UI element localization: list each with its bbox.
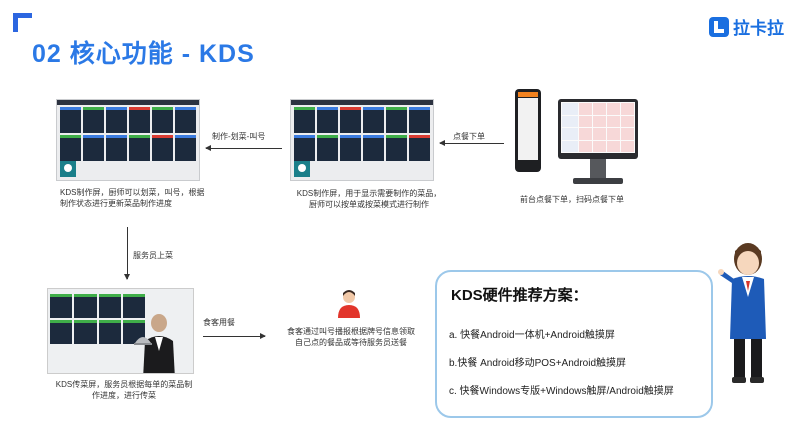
recommendation-item: c. 快餐Windows专版+Windows触屏/Android触摸屏 [449,386,674,397]
mobile-pos-device [515,89,541,172]
dine-arrow [203,333,266,339]
kds-marking-screen [56,99,200,181]
kds-serving-photo [47,288,194,374]
order-arrow [439,140,504,146]
kds-marking-caption: KDS制作屏，厨师可以划菜，叫号，根据制作状态进行更新菜品制作进度 [60,188,205,208]
serve-arrow [124,227,130,280]
kds-production-screen [290,99,434,181]
lakala-logo-icon [709,16,729,37]
pos-terminal-stand [590,159,606,179]
customer-avatar-icon [338,290,360,318]
serve-arrow-label: 服务员上菜 [133,251,173,260]
order-arrow-label: 点餐下单 [453,132,485,141]
pos-caption: 前台点餐下单，扫码点餐下单 [520,195,624,204]
pos-terminal-base [573,178,623,184]
hardware-recommendation-card: KDS硬件推荐方案： a. 快餐Android一体机+Android触摸屏 b.… [435,270,713,418]
customer-caption: 食客通过叫号播报根据牌号信息领取自己点的餐品或等待服务员送餐 [287,327,415,347]
page-title: 02 核心功能 - KDS [32,40,255,68]
produce-arrow [205,145,282,151]
recommendation-item: b.快餐 Android移动POS+Android触摸屏 [449,358,627,369]
pos-terminal-monitor [558,99,638,159]
brand-logo: 拉卡拉 [709,14,784,39]
produce-arrow-label: 制作-划菜-叫号 [212,132,266,141]
guide-character-icon [718,243,766,383]
dine-arrow-label: 食客用餐 [203,318,235,327]
kds-serving-caption: KDS传菜屏，服务员根据每单的菜品制作进度，进行传菜 [55,380,193,400]
brand-name: 拉卡拉 [733,19,784,38]
recommendation-title: KDS硬件推荐方案： [451,287,588,304]
waiter-with-cloche-icon [134,314,175,373]
recommendation-item: a. 快餐Android一体机+Android触摸屏 [449,330,615,341]
kds-production-caption: KDS制作屏，用于显示需要制作的菜品，厨师可以按单或按菜模式进行制作 [296,189,442,209]
corner-bracket-decoration [13,13,32,32]
